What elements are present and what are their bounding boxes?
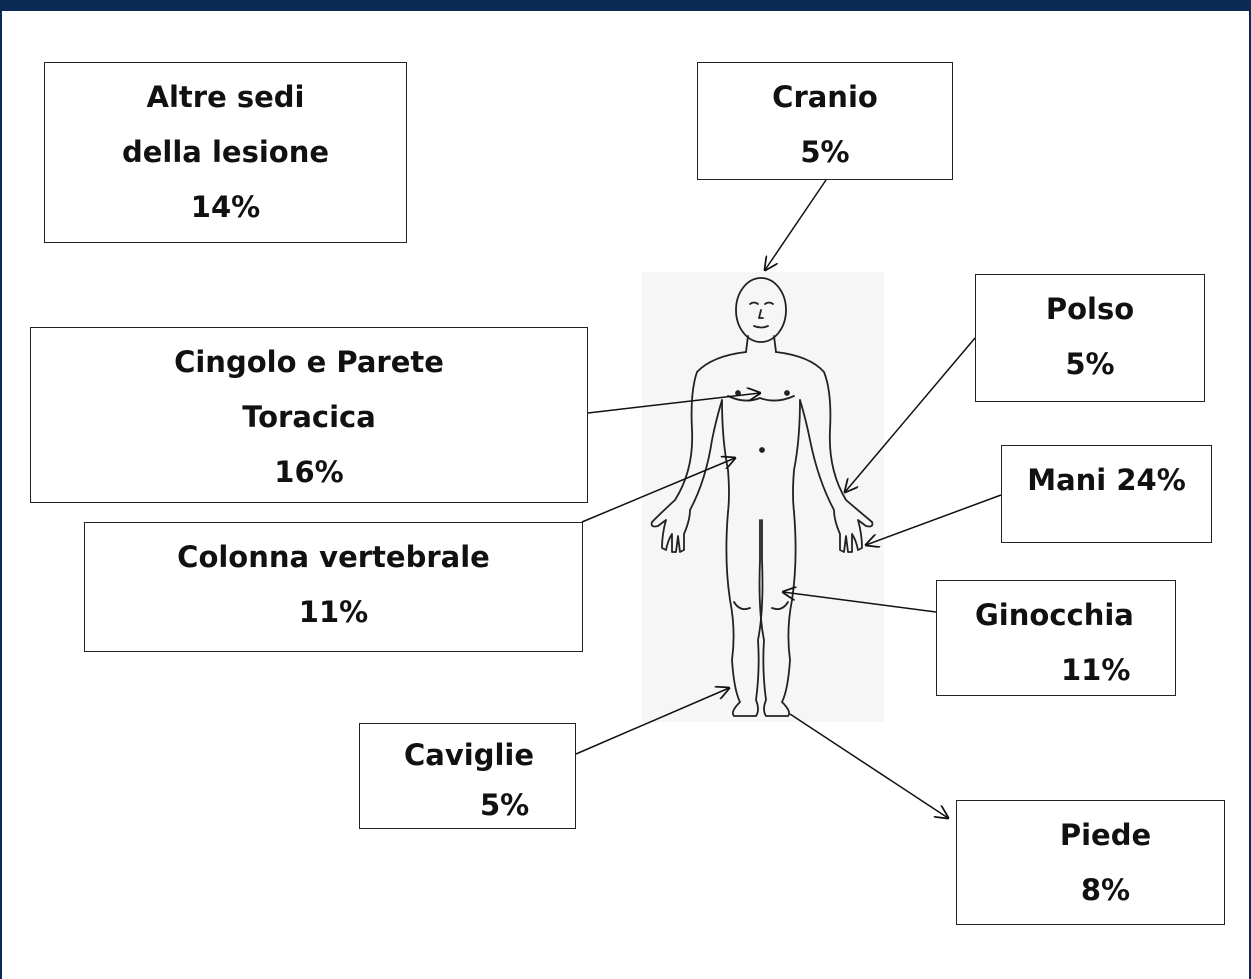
piede-percent: 8% [957, 863, 1224, 918]
cranio-percent: 5% [698, 125, 952, 180]
caviglie-name: Caviglie [360, 728, 575, 783]
colonna-name: Colonna vertebrale [85, 530, 582, 585]
label-polso: Polso 5% [975, 274, 1205, 402]
piede-name: Piede [957, 808, 1224, 863]
label-piede: Piede 8% [956, 800, 1225, 925]
label-mani: Mani 24% [1001, 445, 1212, 543]
arrow-mani [866, 495, 1001, 545]
mani-text: Mani 24% [1002, 453, 1211, 508]
colonna-percent: 11% [85, 585, 582, 640]
altre-line-2: della lesione [45, 125, 406, 180]
label-cingolo: Cingolo e Parete Toracica 16% [30, 327, 588, 503]
label-altre-sedi: Altre sedi della lesione 14% [44, 62, 407, 243]
label-cranio: Cranio 5% [697, 62, 953, 180]
ginocchia-name: Ginocchia [937, 588, 1175, 643]
label-caviglie: Caviglie 5% [359, 723, 576, 829]
altre-percent: 14% [45, 180, 406, 235]
polso-percent: 5% [976, 337, 1204, 392]
cingolo-line-1: Cingolo e Parete [31, 335, 587, 390]
ginocchia-percent: 11% [937, 643, 1175, 698]
arrow-cranio [765, 180, 826, 270]
label-colonna: Colonna vertebrale 11% [84, 522, 583, 652]
cingolo-line-2: Toracica [31, 390, 587, 445]
cingolo-percent: 16% [31, 445, 587, 500]
altre-line-1: Altre sedi [45, 70, 406, 125]
cranio-name: Cranio [698, 70, 952, 125]
polso-name: Polso [976, 282, 1204, 337]
label-ginocchia: Ginocchia 11% [936, 580, 1176, 696]
arrow-piede [790, 714, 948, 818]
caviglie-percent: 5% [360, 783, 575, 828]
